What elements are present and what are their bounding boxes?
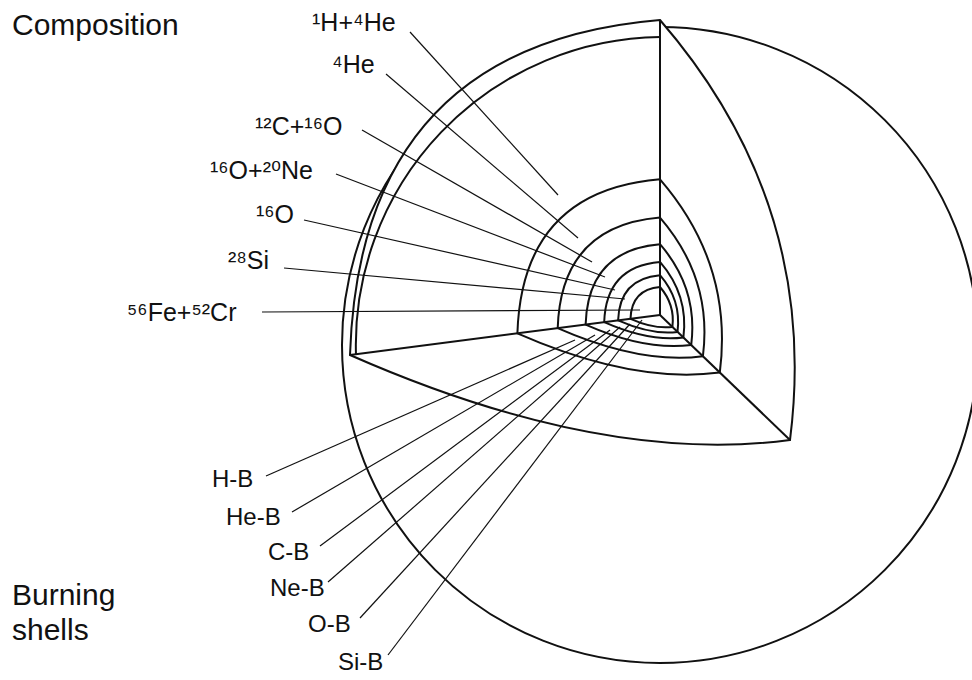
composition-label: ¹⁶O+²⁰Ne: [210, 156, 313, 185]
composition-label: ⁴He: [332, 50, 375, 79]
shell-outline: [350, 20, 795, 445]
burning-shell-label: He-B: [226, 503, 281, 531]
composition-label: ¹H+⁴He: [312, 8, 396, 37]
composition-label: ¹⁶O: [256, 200, 294, 229]
burning-shell-label: O-B: [308, 610, 351, 638]
heading-label: Burning shells: [12, 578, 147, 647]
cut-edge: [350, 315, 660, 355]
burning-shell-label: Si-B: [338, 648, 383, 676]
heading-label: Composition: [12, 8, 179, 43]
burning-shells: [350, 20, 795, 445]
composition-label: ¹²C+¹⁶O: [255, 112, 342, 141]
composition-label: ²⁸Si: [228, 246, 269, 275]
surface-layer: [356, 37, 660, 355]
burning-shell-label: C-B: [268, 538, 309, 566]
burning-shell-label: Ne-B: [270, 574, 325, 602]
burning-shell-label: H-B: [212, 465, 253, 493]
cut-edge: [659, 20, 661, 315]
cut-edge: [660, 315, 790, 440]
composition-label: ⁵⁶Fe+⁵²Cr: [127, 298, 237, 327]
